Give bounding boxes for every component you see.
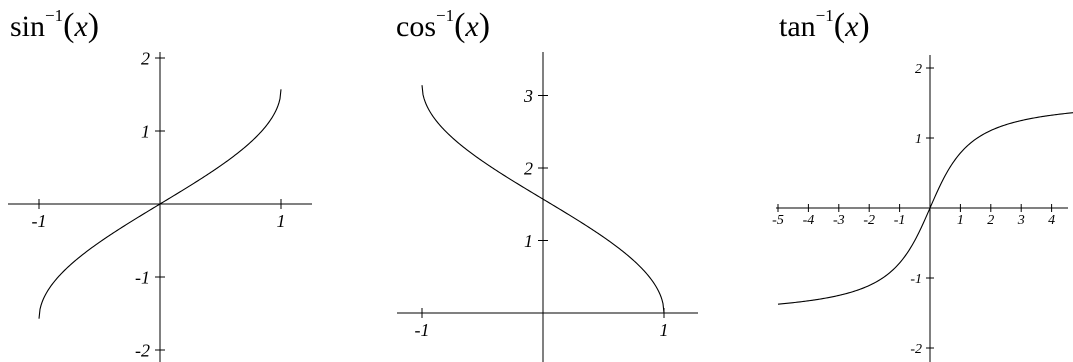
y-tick-label: -1 [910, 272, 922, 287]
panel-title-arcsin: sin−1(x) [10, 6, 100, 44]
x-tick-label: 4 [1048, 213, 1055, 228]
x-tick-label: 3 [1017, 213, 1025, 228]
title-right-paren: ) [858, 7, 870, 44]
x-tick-label: -1 [415, 320, 430, 340]
title-right-paren: ) [478, 7, 491, 44]
x-tick-label: -4 [803, 213, 815, 228]
title-superscript: −1 [45, 6, 64, 25]
x-tick-label: -3 [833, 213, 845, 228]
title-left-paren: ( [454, 7, 466, 44]
y-tick-label: 2 [524, 158, 533, 178]
y-tick-label: 3 [523, 86, 533, 106]
panel-title-arctan: tan−1(x) [779, 6, 870, 44]
x-tick-label: -1 [32, 211, 47, 231]
x-tick-label: -1 [894, 213, 906, 228]
title-variable: x [845, 10, 859, 43]
curve-arctan [777, 112, 1073, 305]
y-tick-label: -1 [135, 267, 150, 287]
chart-arcsin: -1 1 -2 -1 1 2 [8, 48, 312, 362]
x-tick-label: 1 [660, 320, 669, 340]
title-variable: x [74, 10, 88, 43]
title-left-paren: ( [63, 7, 75, 44]
x-tick-label: 1 [957, 213, 964, 228]
title-superscript: −1 [815, 6, 834, 25]
x-tick-label: 1 [277, 211, 286, 231]
y-tick-label: 2 [915, 62, 922, 77]
y-tick-label: 1 [524, 231, 533, 251]
title-function: cos [396, 10, 436, 43]
y-tick-label: 2 [141, 48, 150, 68]
x-tick-label: -5 [772, 213, 784, 228]
title-function: tan [779, 10, 816, 43]
y-tick-label: 1 [141, 121, 150, 141]
chart-arccos: -1 1 1 2 3 [397, 52, 698, 362]
title-variable: x [465, 10, 479, 43]
title-left-paren: ( [833, 7, 846, 44]
y-tick-label: -2 [135, 340, 150, 360]
y-tick-label: 1 [915, 132, 922, 147]
x-tick-label: -2 [863, 213, 875, 228]
curve-arccos [421, 85, 665, 314]
title-superscript: −1 [436, 6, 455, 25]
panel-title-arccos: cos−1(x) [396, 6, 491, 44]
y-tick-label: -2 [910, 342, 922, 357]
x-tick-label: 2 [987, 213, 994, 228]
title-right-paren: ) [87, 7, 100, 44]
chart-arctan: -5-4-3-2-112345-2-112 [772, 55, 1073, 362]
title-function: sin [10, 10, 46, 43]
curve-arcsin [38, 89, 282, 319]
